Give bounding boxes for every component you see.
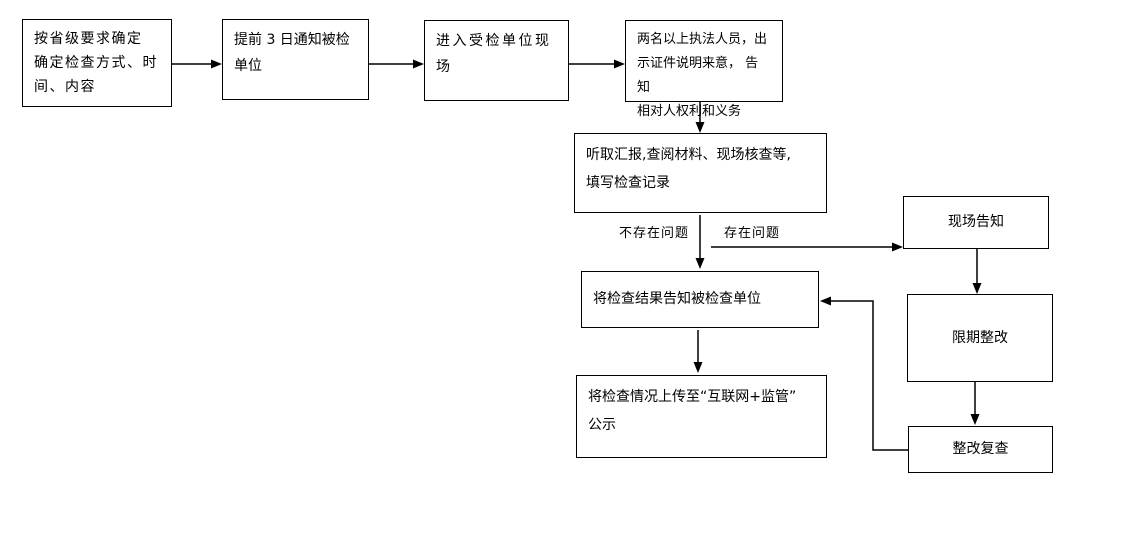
arrowhead: [695, 258, 705, 269]
arrowhead: [820, 296, 831, 306]
node-notify-3days: 提前 3 日通知被检 单位: [222, 19, 369, 100]
arrowhead: [972, 283, 982, 294]
arrowhead: [614, 59, 625, 69]
arrowhead: [413, 59, 424, 69]
node-enter-site: 进入受检单位现 场: [424, 20, 569, 101]
arrow-recheck-loop: [831, 300, 908, 451]
node-show-credentials: 两名以上执法人员，出 示证件说明来意， 告知 相对人权利和义务: [625, 20, 783, 119]
node-listen-review: 听取汇报,查阅材料、现场核查等, 填写检查记录: [574, 133, 827, 213]
arrowhead: [693, 362, 703, 373]
node-rectify-recheck: 整改复查: [908, 426, 1053, 473]
arrowhead: [211, 59, 222, 69]
node-determine-plan: 按省级要求确定 确定检查方式、时 间、内容: [22, 19, 172, 107]
label-has-issue: 存在问题: [724, 226, 781, 241]
arrowhead: [892, 242, 903, 252]
arrowhead: [970, 414, 980, 425]
node-deadline-rectify: 限期整改: [907, 294, 1053, 382]
node-onsite-notice: 现场告知: [903, 196, 1049, 249]
label-no-issue: 不存在问题: [619, 226, 690, 241]
node-inform-result: 将检查结果告知被检查单位: [581, 271, 819, 328]
node-upload-publicity: 将检查情况上传至“互联网+监管” 公示: [576, 375, 827, 458]
